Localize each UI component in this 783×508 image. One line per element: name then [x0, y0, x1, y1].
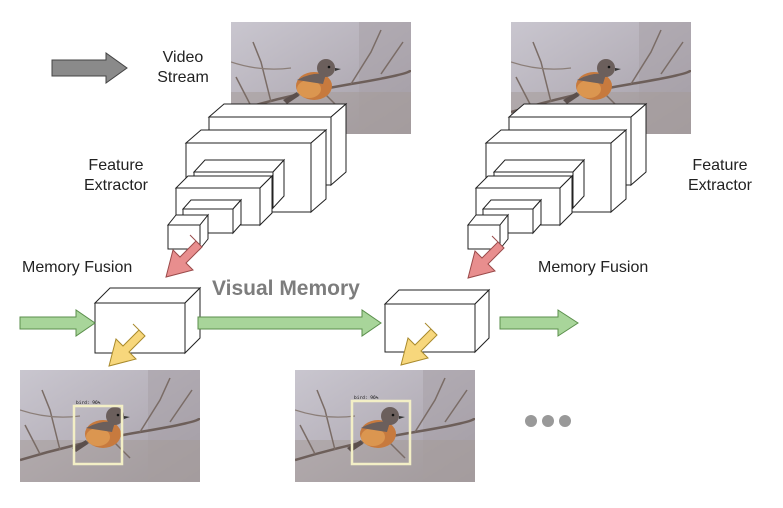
feature-extractor-label-right: Feature Extractor [687, 157, 752, 194]
memory-flow-arrows [19, 309, 579, 337]
ellipsis-dots-icon [525, 415, 571, 427]
detection-label-left: bird: 96% [76, 400, 101, 406]
fe-block-6 [466, 213, 510, 251]
feature-arrow-left [165, 234, 203, 278]
memory-fusion-box-left [93, 286, 202, 355]
video-stream-arrow [51, 52, 128, 84]
visual-memory-label: Visual Memory [212, 277, 360, 300]
memory-flow-arrow-in [19, 309, 96, 337]
fe-block-6 [166, 213, 210, 251]
detection-label-right: bird: 96% [354, 395, 379, 401]
memory-fusion-label-right: Memory Fusion [538, 259, 649, 276]
video-stream-label: Video Stream [157, 49, 209, 86]
memory-flow-arrow-out [499, 309, 579, 337]
memory-fusion-box-right [383, 288, 491, 354]
memory-fusion-label-left: Memory Fusion [22, 259, 133, 276]
output-arrows [108, 322, 438, 367]
detection-box-left [72, 404, 124, 466]
feature-extractor-stack-left [166, 102, 348, 251]
feature-extractor-stack-right [466, 102, 648, 251]
detection-box-right [350, 399, 412, 466]
output-arrow-left [108, 323, 146, 367]
memory-flow-arrow-mid [197, 309, 382, 337]
output-arrow-right [400, 322, 438, 366]
feature-arrow-right [467, 235, 505, 279]
feature-arrows [165, 234, 505, 279]
feature-extractor-label-left: Feature Extractor [83, 157, 148, 194]
